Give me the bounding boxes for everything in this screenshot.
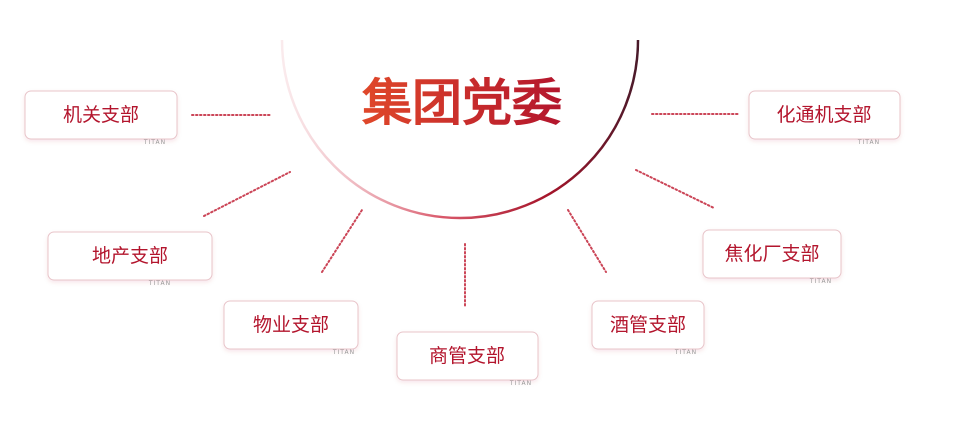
- node-box: [396, 331, 539, 381]
- node-huatongji[interactable]: 化通机支部 TITAN: [748, 90, 901, 146]
- node-box: [702, 229, 842, 279]
- connector-dichan: [203, 171, 291, 217]
- center-circle-arc: [280, 39, 640, 220]
- node-shangguan[interactable]: 商管支部 TITAN: [396, 331, 539, 387]
- node-jiaohuachang[interactable]: 焦化厂支部 TITAN: [702, 229, 842, 285]
- node-jiuguan[interactable]: 酒管支部 TITAN: [591, 300, 705, 356]
- connector-wuye: [321, 209, 363, 273]
- node-box: [47, 231, 213, 281]
- node-label: 商管支部: [429, 345, 505, 367]
- node-jiguan[interactable]: 机关支部 TITAN: [24, 90, 178, 146]
- node-tag: TITAN: [857, 139, 880, 146]
- node-label: 地产支部: [92, 245, 168, 267]
- node-tag: TITAN: [332, 349, 355, 356]
- connectors: [191, 113, 741, 307]
- node-tag: TITAN: [674, 349, 697, 356]
- node-label: 物业支部: [253, 314, 329, 336]
- node-label: 化通机支部: [776, 104, 871, 126]
- node-tag: TITAN: [509, 380, 532, 387]
- connector-jiaohuachang: [635, 169, 715, 209]
- node-label: 机关支部: [63, 104, 139, 126]
- node-label: 酒管支部: [610, 314, 686, 336]
- node-box: [24, 90, 178, 140]
- node-label: 焦化厂支部: [724, 243, 819, 265]
- node-box: [223, 300, 359, 350]
- connector-jiuguan: [567, 209, 607, 273]
- node-box: [591, 300, 705, 350]
- center-title: 集团党委: [361, 73, 562, 132]
- node-tag: TITAN: [809, 278, 832, 285]
- branch-nodes: 机关支部 TITAN 地产支部 TITAN 物业支部 TITAN 商管支部 TI…: [24, 90, 901, 387]
- node-tag: TITAN: [148, 280, 171, 287]
- node-tag: TITAN: [143, 139, 166, 146]
- node-dichan[interactable]: 地产支部 TITAN: [47, 231, 213, 287]
- node-box: [748, 90, 901, 140]
- node-wuye[interactable]: 物业支部 TITAN: [223, 300, 359, 356]
